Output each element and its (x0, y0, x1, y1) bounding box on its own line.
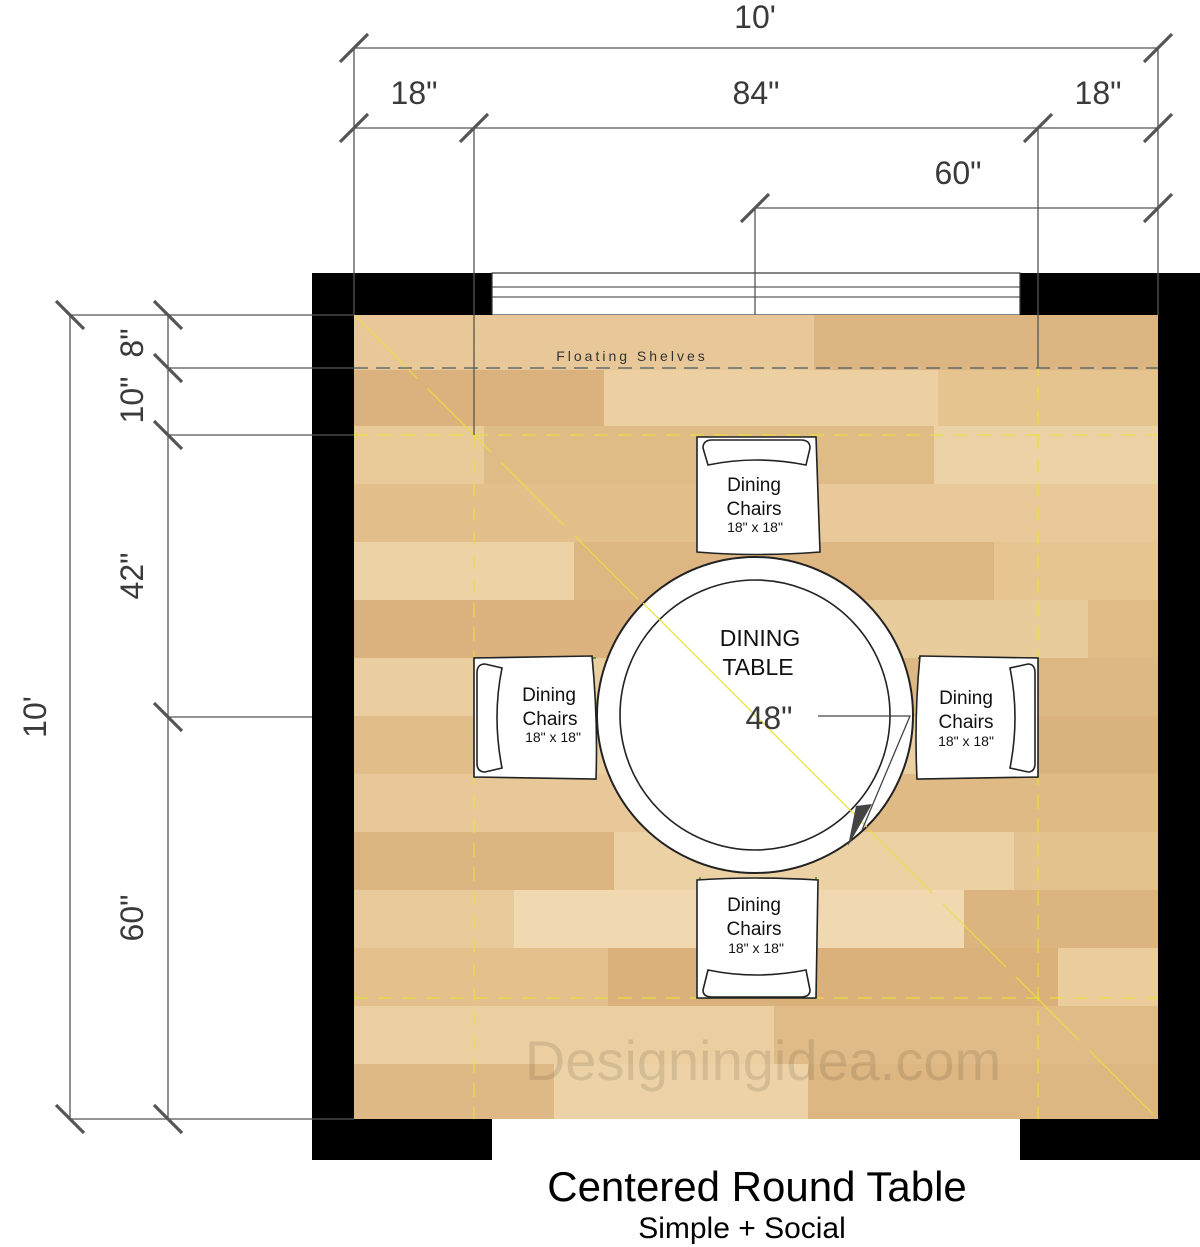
floating-shelves-label: Floating Shelves (556, 348, 708, 364)
dimension-upper-span: 42" (114, 553, 150, 600)
dimension-total-depth: 10' (17, 696, 53, 738)
diagram-title: Centered Round Table (547, 1163, 967, 1210)
dimension-shelf-width: 60" (935, 155, 982, 191)
dimension-window: 84" (733, 75, 780, 111)
diameter-arrow-icon (848, 804, 872, 846)
diagram-subtitle: Simple + Social (638, 1212, 846, 1245)
chair-top-size: 18" x 18" (727, 519, 783, 535)
chair-bottom: Dining Chairs 18" x 18" (696, 877, 819, 999)
table-label-line1: DINING (720, 625, 801, 651)
dimension-left-clearance: 18" (391, 75, 438, 111)
table-diameter: 48" (746, 700, 793, 736)
chair-left-line2: Chairs (523, 709, 578, 730)
chair-bottom-line1: Dining (727, 895, 781, 916)
table-label-line2: TABLE (722, 654, 793, 680)
window (491, 272, 1021, 316)
chair-top: Dining Chairs 18" x 18" (696, 436, 821, 556)
chair-left-line1: Dining (522, 685, 576, 706)
dimension-total-width: 10' (734, 0, 776, 35)
chair-right: Dining Chairs 18" x 18" (915, 655, 1039, 780)
left-dimensions: 10' 8" 10" 42" 60" (17, 299, 354, 1135)
dimension-shelf-depth: 8" (114, 328, 150, 357)
chair-right-line2: Chairs (939, 712, 994, 733)
chair-left-size: 18" x 18" (525, 729, 581, 745)
chair-right-size: 18" x 18" (938, 733, 994, 749)
floating-shelves: Floating Shelves (354, 348, 1158, 369)
walls (312, 273, 1200, 1160)
dimension-top-clearance: 10" (114, 377, 150, 424)
chair-left: Dining Chairs 18" x 18" (473, 655, 598, 780)
chair-bottom-size: 18" x 18" (728, 940, 784, 956)
top-dimensions: 10' 18" 84" 18" 60" (338, 0, 1174, 435)
chair-right-line1: Dining (939, 688, 993, 709)
watermark: Designingidea.com (525, 1029, 1001, 1092)
dining-table: DINING TABLE 48" (596, 556, 914, 874)
dimension-lower-span: 60" (114, 895, 150, 942)
chair-top-line1: Dining (727, 475, 781, 496)
chair-bottom-line2: Chairs (727, 919, 782, 940)
chair-top-line2: Chairs (727, 499, 782, 520)
dimension-right-clearance: 18" (1075, 75, 1122, 111)
